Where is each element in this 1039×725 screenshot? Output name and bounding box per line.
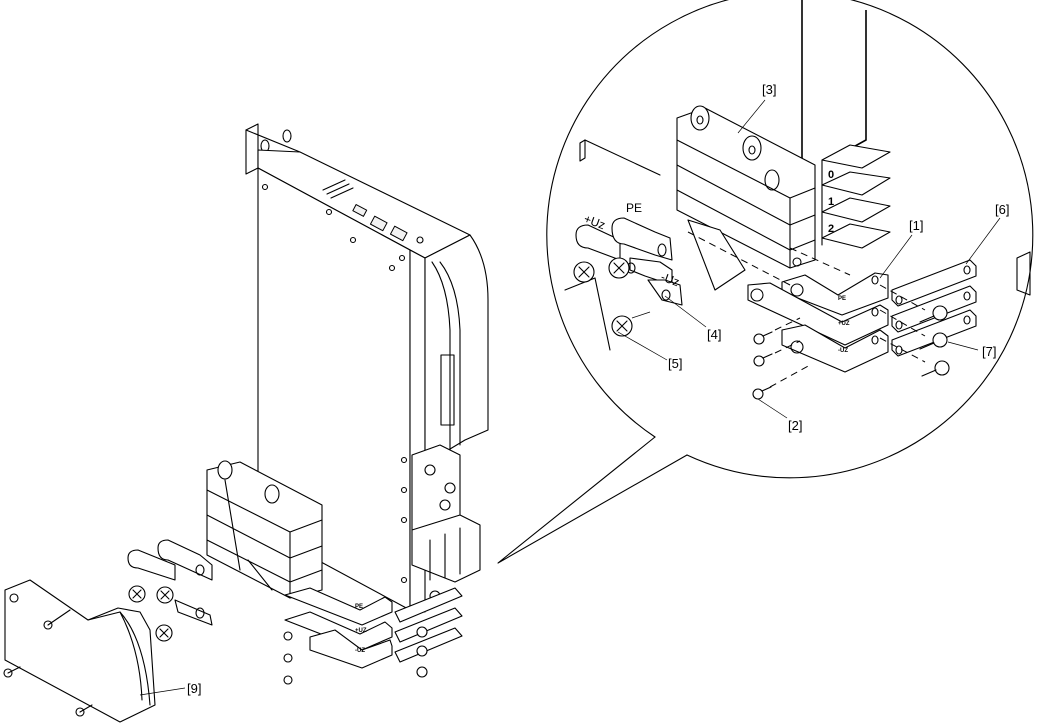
drive-unit-housing [245, 123, 489, 613]
busbar-marking-pe-main: PE [355, 604, 363, 610]
detail-numbered-tabs: 0 1 2 [821, 144, 891, 249]
detail-magnifier [497, 0, 1034, 564]
busbar-marking-plus-uz: +UZ [838, 321, 850, 327]
detail-terminal-holder [676, 105, 816, 291]
callout-leaders [617, 99, 1001, 419]
busbar-marking-plus-main: +UZ [355, 628, 367, 634]
terminal-label-plus-uz: +Uz [582, 212, 607, 233]
busbars-main: PE +UZ -UZ [284, 587, 463, 669]
terminal-holder-main [206, 460, 323, 599]
callout-label-6: [6] [995, 202, 1009, 217]
cover-part-9 [3, 579, 156, 723]
body-terminal-block [411, 444, 481, 602]
tab-number-1: 1 [828, 196, 834, 208]
callout-label-9: [9] [187, 681, 201, 696]
detail-screws-2 [752, 331, 773, 400]
leader-line-9 [139, 687, 186, 696]
tab-number-0: 0 [828, 169, 834, 181]
detail-busbars: PE +UZ -UZ [747, 272, 889, 373]
display-slot [440, 354, 455, 426]
callout-label-5: [5] [668, 356, 682, 371]
callout-label-3: [3] [762, 82, 776, 97]
mounting-hole [282, 129, 292, 143]
callout-label-1: [1] [909, 218, 923, 233]
callout-label-4: [4] [707, 327, 721, 342]
busbar-marking-minus-uz: -UZ [838, 348, 848, 354]
detail-screws-5 [573, 257, 651, 337]
assembly-guide-lines [687, 231, 926, 388]
callout-label-2: [2] [788, 418, 802, 433]
busbar-marking-minus-main: -UZ [355, 648, 365, 654]
screws-main [283, 626, 428, 685]
top-connectors [322, 179, 424, 244]
tab-number-2: 2 [828, 223, 834, 235]
cable-lugs-main [127, 539, 213, 642]
magnifier-circle [546, 0, 1034, 479]
callout-label-7: [7] [982, 344, 996, 359]
busbar-marking-pe: PE [838, 296, 846, 302]
terminal-label-minus-uz: -Uz [659, 270, 681, 290]
detail-cable-lugs [575, 217, 683, 306]
terminal-label-pe: PE [626, 201, 642, 215]
detail-screws-7 [919, 305, 950, 377]
